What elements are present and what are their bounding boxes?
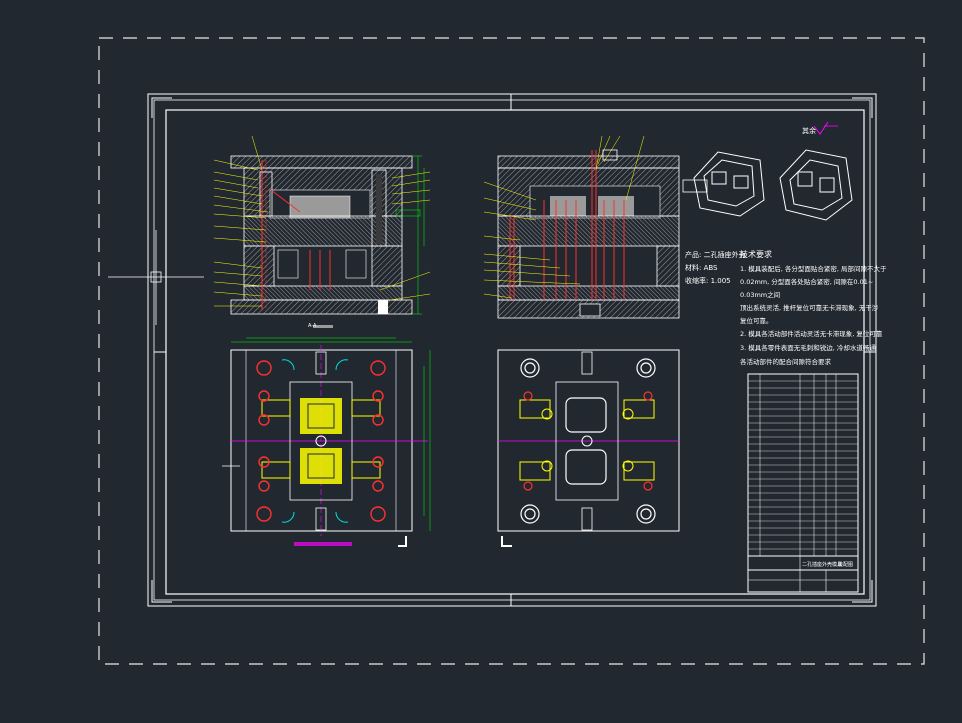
svg-text:各活动部件的配合间隙符合要求: 各活动部件的配合间隙符合要求 <box>740 357 832 366</box>
svg-text:产品: 二孔插座外壳: 产品: 二孔插座外壳 <box>685 250 746 259</box>
product-iso-views <box>693 149 853 221</box>
title-block-sheet: 装配图 <box>838 561 853 568</box>
sheet-dashed-boundary <box>98 37 925 665</box>
section-label: A-A <box>308 323 317 329</box>
svg-text:0.02mm, 分型面各处贴合紧密, 间隙在0.01~: 0.02mm, 分型面各处贴合紧密, 间隙在0.01~ <box>740 277 873 286</box>
bom-table[interactable] <box>747 373 859 571</box>
plan-view-left[interactable] <box>222 337 431 547</box>
middle-frame <box>153 99 871 601</box>
svg-text:材料: ABS: 材料: ABS <box>685 263 718 272</box>
title-block[interactable]: 二孔插座外壳模具 装配图 <box>747 555 859 593</box>
svg-text:0.03mm之间: 0.03mm之间 <box>740 290 780 299</box>
svg-text:1. 模具装配后, 各分型面贴合紧密, 局部间隙不大于: 1. 模具装配后, 各分型面贴合紧密, 局部间隙不大于 <box>740 264 887 273</box>
section-view-right[interactable] <box>483 135 708 319</box>
technical-requirements: 技术要求 1. 模具装配后, 各分型面贴合紧密, 局部间隙不大于 0.02mm,… <box>740 249 887 366</box>
svg-text:收缩率: 1.005: 收缩率: 1.005 <box>685 276 731 285</box>
svg-text:技术要求: 技术要求 <box>740 249 772 259</box>
svg-text:3. 模具各零件表面无毛刺和锐边, 冷却水道畅通: 3. 模具各零件表面无毛刺和锐边, 冷却水道畅通 <box>740 343 876 352</box>
plan-view-right[interactable] <box>497 349 680 547</box>
section-view-left[interactable] <box>213 135 431 328</box>
roughness-label: 其余 <box>802 126 816 135</box>
outer-frame <box>147 93 877 607</box>
svg-text:顶出系统灵活, 推杆复位可靠无卡滞现象, 无干涉: 顶出系统灵活, 推杆复位可靠无卡滞现象, 无干涉 <box>740 303 879 312</box>
svg-text:2. 模具各活动部件活动灵活无卡滞现象, 复位可靠: 2. 模具各活动部件活动灵活无卡滞现象, 复位可靠 <box>740 329 883 338</box>
cursor-crosshair <box>108 230 204 325</box>
product-info: 产品: 二孔插座外壳 材料: ABS 收缩率: 1.005 <box>685 250 746 285</box>
svg-text:复位可靠。: 复位可靠。 <box>740 316 773 325</box>
title-block-name: 二孔插座外壳模具 <box>802 561 842 568</box>
